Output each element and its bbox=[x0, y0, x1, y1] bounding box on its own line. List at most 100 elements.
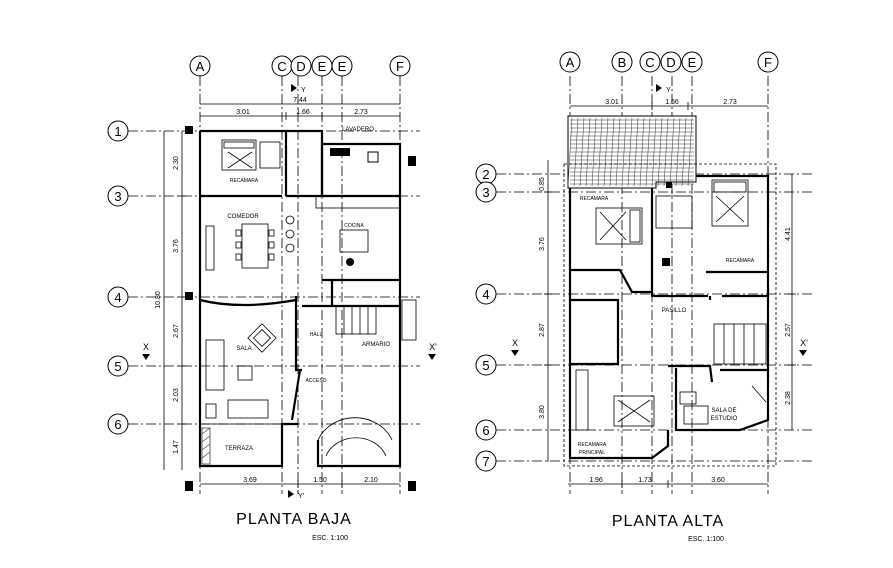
axis-label: C bbox=[277, 59, 286, 74]
axis-bubble-d: D bbox=[290, 55, 312, 77]
dimension-label: 1.47 bbox=[173, 440, 180, 454]
section-mark-x-prime: X' bbox=[800, 338, 808, 348]
room-label-estudio: ESTUDIO bbox=[711, 416, 738, 422]
room-label-armario: ARMARIO bbox=[362, 342, 390, 348]
axis-label: E bbox=[688, 55, 697, 70]
stair-icon bbox=[713, 323, 767, 365]
axis-label: A bbox=[566, 55, 575, 70]
axis-label: 4 bbox=[482, 287, 489, 302]
upper-floor-axis-bubbles-left: 2 3 4 5 6 7 bbox=[475, 163, 497, 472]
stair-icon bbox=[335, 305, 377, 335]
ground-floor-section-marks: X X' Y Y' bbox=[142, 84, 437, 500]
toilet-icon bbox=[662, 258, 670, 266]
axis-label: 4 bbox=[114, 290, 121, 305]
dimension-label: 7.44 bbox=[293, 97, 307, 104]
room-label-hall: HALL bbox=[310, 332, 323, 338]
axis-label: 2 bbox=[482, 167, 489, 182]
closet-icon bbox=[575, 369, 589, 431]
dimension-label: 2.57 bbox=[785, 323, 792, 337]
section-arrow-icon bbox=[142, 354, 150, 360]
washer-icon bbox=[330, 148, 350, 156]
stove-icon bbox=[346, 258, 354, 266]
dining-table-icon bbox=[235, 223, 275, 269]
upper-floor-axis-bubbles-top: A B C D E F bbox=[559, 51, 779, 73]
bed-icon bbox=[595, 207, 643, 245]
dimension-label: 1.66 bbox=[296, 109, 310, 116]
axis-label: E bbox=[318, 59, 327, 74]
coffee-table-icon bbox=[247, 323, 277, 353]
dimension-label: 3.76 bbox=[539, 237, 546, 251]
upper-floor-section-marks: X X' Y bbox=[511, 84, 808, 356]
upper-floor-dimensions-bottom: 1.96 1.73 3.60 bbox=[568, 477, 768, 488]
bed-icon bbox=[221, 139, 257, 171]
bed-icon bbox=[613, 395, 655, 427]
axis-label: A bbox=[196, 59, 205, 74]
ground-floor-plan: A C D E E F bbox=[107, 55, 437, 542]
room-label-principal: PRINCIPAL bbox=[579, 450, 605, 456]
axis-bubble-4: 4 bbox=[475, 283, 497, 305]
column-markers bbox=[185, 126, 416, 491]
ground-floor-dimensions-bottom: 3.69 1.50 2.10 bbox=[200, 477, 400, 488]
axis-bubble-e: E bbox=[681, 51, 703, 73]
dimension-label: 3.80 bbox=[539, 405, 546, 419]
ground-floor-terrace-hatch bbox=[201, 427, 211, 465]
room-label-cocina: COCINA bbox=[344, 223, 364, 229]
section-arrow-icon bbox=[799, 350, 807, 356]
axis-bubble-f: F bbox=[389, 55, 411, 77]
axis-label: 3 bbox=[114, 189, 121, 204]
axis-bubble-2: 2 bbox=[475, 163, 497, 185]
axis-label: 5 bbox=[482, 358, 489, 373]
dimension-label: 3.69 bbox=[243, 477, 257, 484]
section-mark-y-prime: Y' bbox=[298, 493, 304, 500]
room-label-sala-de: SALA DE bbox=[711, 408, 736, 414]
room-label-lavadero: LAVADERO bbox=[342, 127, 374, 133]
axis-bubble-b: B bbox=[611, 51, 633, 73]
axis-bubble-e2: E bbox=[331, 55, 353, 77]
room-label-recamara-principal: RECAMARA bbox=[578, 442, 607, 448]
dimension-label: 1.73 bbox=[638, 477, 652, 484]
axis-bubble-5: 5 bbox=[107, 355, 129, 377]
upper-floor-walls bbox=[563, 163, 777, 467]
axis-bubble-1: 1 bbox=[107, 120, 129, 142]
dimension-label: 1.66 bbox=[665, 99, 679, 106]
cabinet-icon bbox=[401, 299, 417, 341]
roof-hatch-lines bbox=[567, 117, 694, 187]
axis-label: C bbox=[645, 55, 654, 70]
dimension-label: 2.03 bbox=[173, 388, 180, 402]
axis-label: 1 bbox=[114, 124, 121, 139]
room-label-pasillo: PASILLO bbox=[662, 308, 687, 314]
upper-floor-plan: A B C D E F bbox=[475, 51, 812, 543]
dimension-label: 2.30 bbox=[173, 156, 180, 170]
section-arrow-icon bbox=[511, 350, 519, 356]
sofa-icon bbox=[205, 339, 269, 419]
room-label-recamara: RECAMARA bbox=[726, 258, 755, 264]
axis-label: F bbox=[764, 55, 772, 70]
section-arrow-icon bbox=[656, 84, 662, 92]
desk-icon bbox=[679, 391, 697, 405]
axis-label: E bbox=[338, 59, 347, 74]
upper-floor-dimensions-top: 3.01 1.66 2.73 bbox=[570, 99, 768, 110]
axis-bubble-a: A bbox=[559, 51, 581, 73]
axis-bubble-c: C bbox=[271, 55, 293, 77]
dimension-label: 1.50 bbox=[313, 477, 327, 484]
wardrobe-icon bbox=[259, 141, 281, 169]
upper-floor-furniture bbox=[575, 179, 767, 431]
axis-label: F bbox=[396, 59, 404, 74]
axis-bubble-3: 3 bbox=[475, 181, 497, 203]
dimension-total-label: 10.80 bbox=[155, 291, 162, 309]
dimension-label: 2.38 bbox=[785, 391, 792, 405]
kitchen-island-icon bbox=[339, 229, 369, 253]
dimension-label: 3.01 bbox=[236, 109, 250, 116]
section-mark-y: Y bbox=[666, 87, 671, 94]
column-markers bbox=[666, 182, 672, 188]
room-label-comedor: COMEDOR bbox=[227, 214, 259, 220]
axis-bubble-d: D bbox=[660, 51, 682, 73]
axis-label: 7 bbox=[482, 454, 489, 469]
sideboard-icon bbox=[205, 225, 215, 271]
bed-icon bbox=[711, 179, 749, 227]
axis-label: D bbox=[666, 55, 675, 70]
axis-label: B bbox=[618, 55, 627, 70]
plan-scale-ground-floor: ESC. 1:100 bbox=[312, 535, 348, 542]
stool-icons bbox=[285, 215, 295, 253]
